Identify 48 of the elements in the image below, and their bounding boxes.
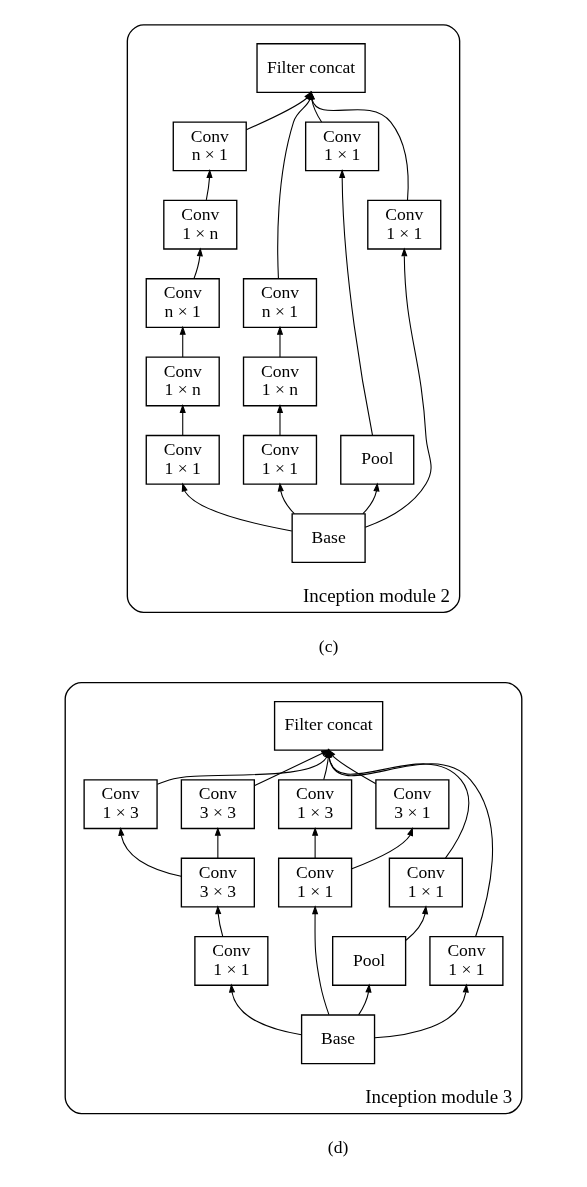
node-box: Conv 1 × 1 [194, 935, 269, 986]
node-box: Conv 1 × n [163, 199, 238, 250]
node-box: Conv 1 × 1 [305, 121, 380, 172]
label: (c) [318, 636, 339, 657]
arrow [362, 482, 380, 515]
arrow [228, 983, 302, 1036]
arrow [193, 247, 203, 280]
arrow [339, 169, 374, 436]
node-box: Conv 1 × 1 [367, 199, 442, 250]
arrow [277, 482, 295, 515]
arrow [179, 404, 186, 436]
node-box: Conv n × 1 [242, 278, 318, 329]
node-box: Filter concat [256, 43, 366, 93]
node-box: Conv 1 × 1 [429, 935, 504, 986]
node-box: Conv 3 × 1 [375, 779, 450, 830]
node-box: Base [300, 1014, 376, 1065]
arrow [312, 826, 319, 859]
node-box: Base [291, 513, 366, 564]
arrow [276, 404, 284, 436]
node-box: Conv 1 × 1 [388, 857, 464, 908]
node-box: Conv 3 × 3 [180, 779, 255, 830]
node-box: Filter concat [273, 700, 384, 751]
arrow [364, 247, 432, 528]
node-box: Conv 1 × 3 [277, 779, 353, 830]
arrow [181, 482, 293, 532]
arrow [276, 325, 284, 358]
arrow [215, 905, 224, 937]
node-box: Conv 3 × 3 [180, 857, 255, 908]
arrow [205, 169, 213, 201]
node-box: Conv 1 × 3 [83, 779, 158, 830]
arrow [374, 983, 469, 1039]
node-box: Conv n × 1 [145, 278, 220, 329]
arrow [118, 826, 182, 877]
node-box: Conv 1 × 1 [242, 434, 318, 485]
arrow [214, 826, 221, 859]
arrow [311, 905, 330, 1016]
node-box: Pool [340, 434, 415, 485]
node-box: Conv 1 × n [145, 356, 220, 407]
arrow [179, 325, 186, 358]
label: (d) [327, 1137, 349, 1158]
arrow [405, 905, 429, 941]
node-box: Conv 1 × n [242, 356, 318, 407]
arrow [358, 983, 372, 1016]
node-box: Pool [332, 935, 407, 986]
node-box: Conv 1 × 1 [277, 857, 353, 908]
node-box: Conv 1 × 1 [145, 434, 220, 485]
node-box: Conv n × 1 [172, 121, 247, 172]
arrow [351, 827, 414, 870]
